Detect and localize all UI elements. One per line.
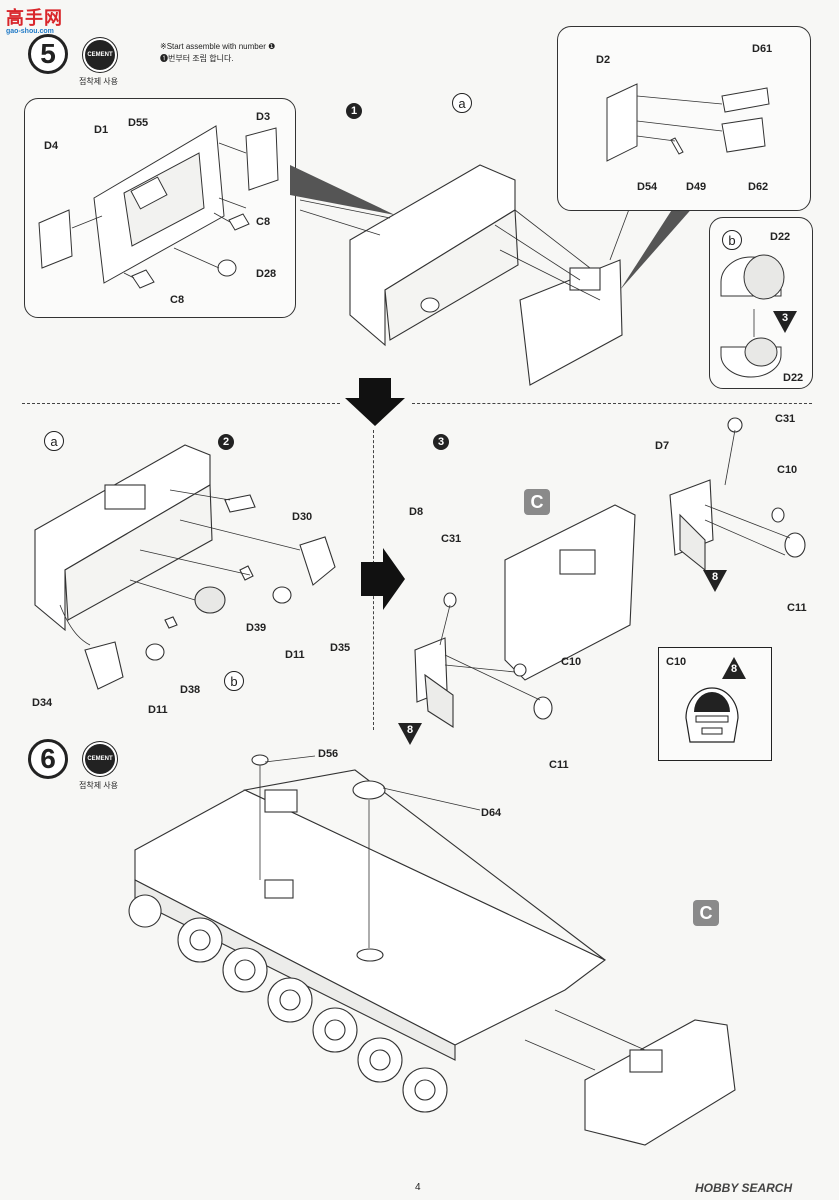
sub-assembly-b-marker: b [722, 230, 742, 250]
reference-triangle: 8 [703, 570, 727, 592]
sub-assembly-c-marker: C [693, 900, 719, 926]
callout-wedge-left [290, 165, 395, 215]
cement-note: 접착제 사용 [79, 77, 119, 86]
lower-hull-drawing [128, 754, 736, 1146]
part-label: D38 [180, 684, 201, 696]
c10-part-drawing [685, 687, 739, 743]
part-label: D30 [292, 511, 313, 523]
part-label: D34 [32, 697, 53, 709]
hull-box-step3-drawing [414, 417, 806, 729]
idler-parts-drawing [720, 254, 785, 378]
reference-triangle: 3 [773, 311, 797, 333]
part-label: D3 [256, 111, 271, 123]
part-label: C31 [775, 413, 796, 425]
start-note-en: ※Start assemble with number ❶ [160, 42, 276, 51]
detail-panel-right [557, 26, 811, 211]
part-label: C10 [777, 464, 798, 476]
part-label: C11 [787, 602, 807, 614]
part-label: C8 [170, 294, 185, 306]
sub-assembly-c-marker: C [524, 489, 550, 515]
part-label: D61 [752, 43, 773, 55]
substep-1-marker: 1 [346, 103, 362, 119]
part-label: C10 [561, 656, 582, 668]
part-label: C11 [549, 759, 569, 771]
down-arrow [345, 378, 405, 426]
part-label: D22 [770, 231, 791, 243]
step-number-5: 5 [28, 34, 68, 74]
part-label: D7 [655, 440, 670, 452]
part-label: C8 [256, 216, 271, 228]
part-label: D11 [148, 704, 168, 716]
reference-triangle: 8 [398, 723, 422, 745]
cement-icon: CEMENT [85, 40, 115, 70]
substep-3-marker: 3 [433, 434, 449, 450]
door-parts-drawing [38, 125, 279, 289]
watermark-bottom: HOBBY SEARCH [695, 1181, 793, 1195]
part-label: D2 [596, 54, 611, 66]
substep-2-marker: 2 [218, 434, 234, 450]
cement-icon: CEMENT [85, 744, 115, 774]
part-label: D1 [94, 124, 109, 136]
sub-assembly-a-marker: a [452, 93, 472, 113]
callout-wedge-right [620, 205, 695, 290]
sub-assembly-b-marker: b [224, 671, 244, 691]
part-label: D54 [637, 181, 658, 193]
part-label: D49 [686, 181, 707, 193]
part-label: D4 [44, 140, 59, 152]
right-arrow [361, 548, 405, 610]
watermark-sub-text: gao-shou.com [6, 28, 54, 35]
part-label: D35 [330, 642, 351, 654]
watermark-logo: 高手网 gao-shou.com [6, 4, 63, 35]
part-label: D62 [748, 181, 769, 193]
part-label: D28 [256, 268, 277, 280]
part-label: D39 [246, 622, 267, 634]
page-number: 4 [415, 1182, 421, 1193]
part-label: C31 [441, 533, 462, 545]
part-label: D56 [318, 748, 339, 760]
step-number-6: 6 [28, 739, 68, 779]
section-divider [22, 403, 340, 404]
cement-note: 접착제 사용 [79, 781, 119, 790]
reference-triangle: 8 [722, 657, 746, 679]
hull-box-drawing [299, 164, 641, 386]
part-label: D22 [783, 372, 804, 384]
part-label: D64 [481, 807, 502, 819]
hull-box-step2-drawing [34, 444, 336, 690]
bracket-parts-drawing [606, 83, 770, 162]
part-label: D8 [409, 506, 424, 518]
part-label: D55 [128, 117, 149, 129]
watermark-top-text: 高手网 [6, 8, 63, 28]
detail-box-label: C10 [666, 656, 687, 668]
part-label: D11 [285, 649, 305, 661]
start-note-kr: ❶번부터 조립 합니다. [160, 54, 234, 63]
sub-assembly-a-marker: a [44, 431, 64, 451]
section-divider [412, 403, 812, 404]
